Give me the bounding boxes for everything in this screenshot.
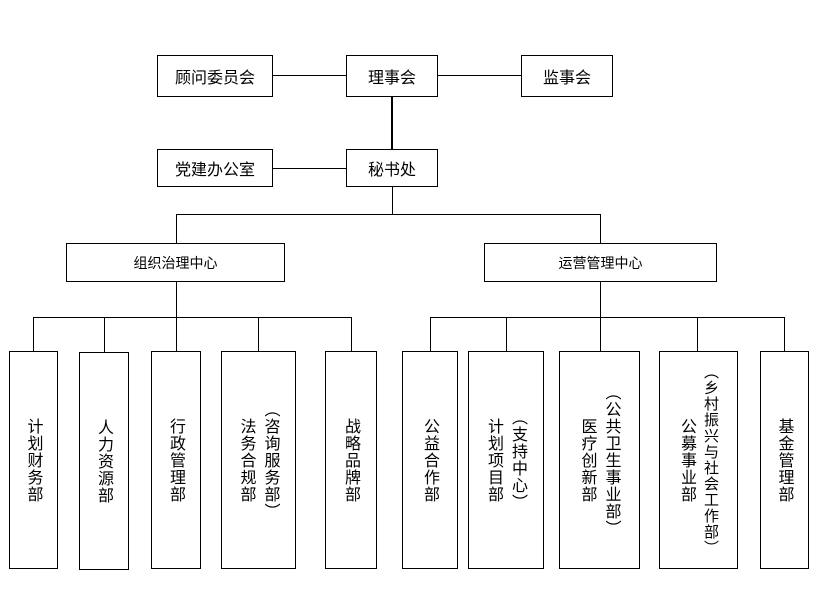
council-label: 理事会	[367, 68, 416, 87]
connector-operations-down	[600, 281, 601, 318]
connector-secretariat-split	[392, 186, 393, 214]
connector-centers-bar	[176, 214, 601, 215]
dept-support-center-label: （支持中心）	[509, 409, 528, 511]
connector-party-secretariat	[272, 168, 347, 169]
secretariat-label: 秘书处	[367, 160, 416, 179]
connector-operations-bar	[430, 317, 785, 318]
dept-fund-management-label: 基金管理部	[775, 417, 795, 503]
dept-planning-projects-label: 计划项目部	[485, 417, 504, 503]
advisory-committee-label: 顾问委员会	[174, 68, 255, 87]
dept-public-welfare-box: 公益合作部	[402, 351, 458, 569]
dept-planning-projects-box: 计划项目部 （支持中心）	[468, 351, 544, 569]
connector-gov-dept-4	[258, 317, 259, 352]
dept-administration-label: 行政管理部	[167, 417, 186, 503]
connector-to-operations	[600, 214, 601, 244]
dept-human-resources-label: 人力资源部	[95, 418, 114, 504]
dept-strategy-brand-label: 战略品牌部	[342, 417, 361, 503]
connector-ops-dept-3	[600, 317, 601, 352]
connector-council-supervisory	[437, 75, 522, 76]
supervisory-board-label: 监事会	[542, 68, 591, 87]
dept-rural-social-work-label: （乡村振兴与社会工作部）	[702, 364, 720, 556]
dept-planning-finance-box: 计划财务部	[9, 351, 58, 569]
connector-governance-bar	[33, 317, 352, 318]
party-office-label: 党建办公室	[174, 160, 255, 179]
connector-council-secretariat	[391, 96, 393, 150]
dept-legal-compliance-box: 法务合规部 （咨询服务部）	[221, 351, 296, 569]
dept-public-fundraising-box: 公募事业部 （乡村振兴与社会工作部）	[659, 351, 738, 569]
dept-planning-finance-label: 计划财务部	[24, 417, 44, 503]
operations-center-box: 运营管理中心	[484, 243, 717, 282]
party-office-box: 党建办公室	[157, 149, 273, 187]
connector-gov-dept-2	[104, 317, 105, 353]
dept-public-fundraising-label: 公募事业部	[678, 417, 697, 503]
connector-ops-dept-5	[784, 317, 785, 352]
advisory-committee-box: 顾问委员会	[157, 55, 273, 97]
connector-governance-down	[176, 281, 177, 318]
dept-medical-innovation-label: 医疗创新部	[578, 417, 598, 503]
dept-public-health-label: （公共卫生事业部）	[602, 383, 622, 537]
connector-ops-dept-2	[506, 317, 507, 352]
secretariat-box: 秘书处	[346, 149, 438, 187]
connector-ops-dept-1	[430, 317, 431, 352]
dept-medical-innovation-box: 医疗创新部 （公共卫生事业部）	[559, 351, 640, 569]
governance-center-box: 组织治理中心	[66, 243, 285, 282]
connector-gov-dept-5	[351, 317, 352, 352]
connector-ops-dept-4	[697, 317, 698, 352]
dept-public-welfare-label: 公益合作部	[421, 417, 440, 503]
council-box: 理事会	[346, 55, 438, 97]
operations-center-label: 运营管理中心	[558, 255, 643, 272]
dept-administration-box: 行政管理部	[151, 351, 201, 569]
dept-human-resources-box: 人力资源部	[79, 352, 129, 570]
supervisory-board-box: 监事会	[521, 55, 613, 97]
dept-strategy-brand-box: 战略品牌部	[325, 351, 377, 569]
connector-to-governance	[176, 214, 177, 244]
connector-gov-dept-1	[33, 317, 34, 352]
connector-advisory-council	[272, 75, 347, 76]
dept-legal-compliance-label: 法务合规部	[237, 417, 257, 503]
dept-fund-management-box: 基金管理部	[760, 351, 809, 569]
dept-consulting-services-label: （咨询服务部）	[261, 400, 281, 520]
governance-center-label: 组织治理中心	[133, 255, 218, 272]
connector-gov-dept-3	[176, 317, 177, 352]
